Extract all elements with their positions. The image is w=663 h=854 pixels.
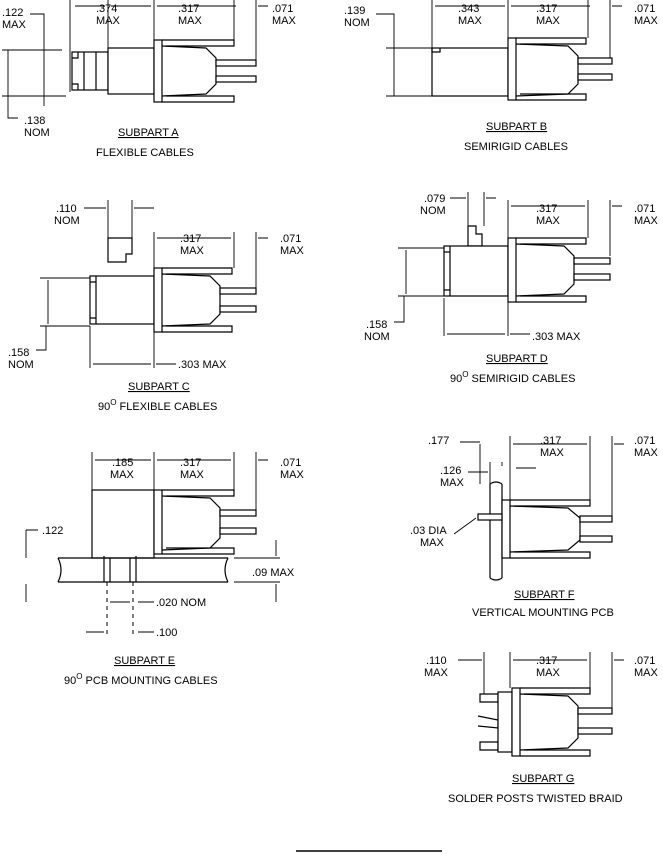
dim-d-317-max: MAX: [536, 215, 561, 227]
dim-g-317-max: MAX: [536, 667, 561, 679]
subpart-g-subtitle: SOLDER POSTS TWISTED BRAID: [448, 793, 623, 805]
subpart-d-subtitle: 90O SEMIRIGID CABLES: [450, 370, 575, 385]
dim-f-03dia-max: MAX: [420, 537, 445, 549]
dim-e-020: .020 NOM: [156, 597, 206, 609]
subpart-e-title: SUBPART E: [114, 655, 175, 667]
subpart-e-subtitle: 90O PCB MOUNTING CABLES: [64, 672, 218, 687]
dim-d-071-max: MAX: [634, 215, 659, 227]
subpart-c-drawing: .110 NOM .317 MAX .071 MAX .158 NOM .303…: [8, 200, 305, 413]
dim-e-100: .100: [156, 627, 177, 639]
subpart-f-drawing: .177 .317 MAX .071 MAX .126 MAX .03 DIA …: [410, 435, 659, 619]
dim-a-374-max: MAX: [96, 15, 121, 27]
dim-d-071: .071: [634, 203, 655, 215]
dim-a-138: .138: [24, 115, 45, 127]
dim-e-071: .071: [280, 457, 301, 469]
dim-a-071-max: MAX: [272, 15, 297, 27]
subpart-g-drawing: .110 MAX .317 MAX .071 MAX SUBPART G SOL…: [424, 652, 659, 805]
dim-f-177: .177: [428, 435, 449, 447]
dim-b-071-max: MAX: [634, 15, 659, 27]
dim-d-079: .079: [424, 193, 445, 205]
dim-b-343: .343: [458, 3, 479, 15]
dim-a-138-nom: NOM: [24, 127, 50, 139]
subpart-c-subtitle: 90O FLEXIBLE CABLES: [98, 398, 217, 413]
dim-a-122: .122: [2, 7, 23, 19]
dim-f-03dia: .03 DIA: [410, 525, 447, 537]
subpart-b-subtitle: SEMIRIGID CABLES: [464, 141, 568, 153]
dim-e-317: .317: [180, 457, 201, 469]
dim-b-139-nom: NOM: [344, 17, 370, 29]
dim-g-110-max: MAX: [424, 667, 449, 679]
dim-f-126: .126: [440, 465, 461, 477]
dim-c-110-nom: NOM: [54, 215, 80, 227]
dim-a-317: .317: [178, 3, 199, 15]
dim-f-126-max: MAX: [440, 477, 465, 489]
dim-g-071-max: MAX: [634, 667, 659, 679]
subpart-a-drawing: .122 MAX .374 MAX .317 MAX .071 MAX .138…: [2, 0, 297, 159]
dim-e-071-max: MAX: [280, 469, 305, 481]
dim-a-374: .374: [96, 3, 117, 15]
dim-e-185-max: MAX: [110, 469, 135, 481]
dim-f-317: .317: [540, 435, 561, 447]
dim-c-317: .317: [180, 233, 201, 245]
dim-e-317-max: MAX: [180, 469, 205, 481]
dim-a-122-max: MAX: [2, 19, 27, 31]
subpart-g-title: SUBPART G: [512, 773, 574, 785]
dim-g-110: .110: [426, 655, 447, 667]
dim-f-317-max: MAX: [540, 447, 565, 459]
dim-b-317: .317: [536, 3, 557, 15]
dim-g-071: .071: [634, 655, 655, 667]
dim-c-303: .303 MAX: [178, 359, 227, 371]
dim-d-303: .303 MAX: [532, 331, 581, 343]
subpart-c-title: SUBPART C: [128, 381, 190, 393]
subpart-a-subtitle: FLEXIBLE CABLES: [96, 147, 194, 159]
subpart-d-drawing: .079 NOM .317 MAX .071 MAX .158 NOM .303…: [364, 192, 659, 385]
dim-c-110: .110: [56, 203, 77, 215]
dim-a-317-max: MAX: [178, 15, 203, 27]
dim-d-158-nom: NOM: [364, 331, 390, 343]
dim-d-158: .158: [366, 319, 387, 331]
dim-e-185: .185: [112, 457, 133, 469]
subpart-d-title: SUBPART D: [486, 353, 548, 365]
dim-f-071-max: MAX: [634, 447, 659, 459]
dim-c-071-max: MAX: [280, 245, 305, 257]
subpart-f-title: SUBPART F: [514, 589, 575, 601]
dim-b-071: .071: [634, 3, 655, 15]
dim-d-079-nom: NOM: [420, 205, 446, 217]
dim-g-317: .317: [536, 655, 557, 667]
dim-f-071: .071: [634, 435, 655, 447]
dim-a-071: .071: [272, 3, 293, 15]
dim-b-343-max: MAX: [458, 15, 483, 27]
dim-e-122: .122: [42, 525, 63, 537]
subpart-b-title: SUBPART B: [486, 121, 547, 133]
dim-c-158-nom: NOM: [8, 359, 34, 371]
dim-e-09: .09 MAX: [252, 567, 295, 579]
subpart-a-title: SUBPART A: [118, 127, 179, 139]
dim-b-317-max: MAX: [536, 15, 561, 27]
subpart-f-subtitle: VERTICAL MOUNTING PCB: [472, 607, 614, 619]
dim-d-317: .317: [536, 203, 557, 215]
dim-c-158: .158: [8, 347, 29, 359]
subpart-b-drawing: .139 NOM .343 MAX .317 MAX .071 MAX SUBP…: [344, 0, 659, 153]
dim-c-317-max: MAX: [180, 245, 205, 257]
dim-b-139: .139: [344, 5, 365, 17]
subpart-e-drawing: .185 MAX .317 MAX .071 MAX .122 .09 MAX …: [25, 452, 305, 687]
dim-c-071: .071: [280, 233, 301, 245]
